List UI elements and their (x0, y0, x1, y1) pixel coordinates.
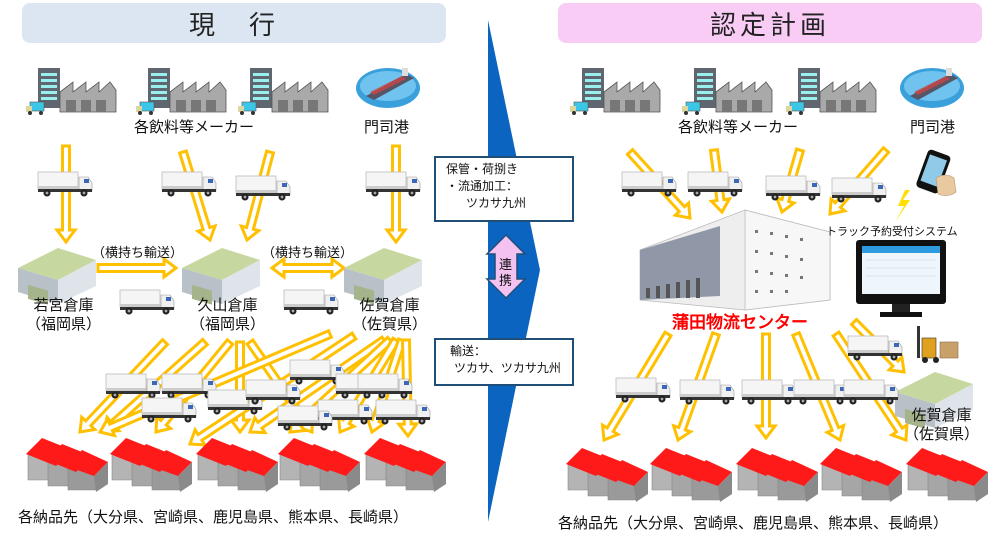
flow-arrow (384, 144, 408, 245)
truck-icon (161, 171, 217, 197)
destination-icon (195, 437, 279, 493)
warehouse-pref: （佐賀県） (352, 315, 428, 333)
factory-icon (785, 67, 877, 116)
transfer-label: （横持ち輸送） (92, 246, 184, 261)
truck-icon (245, 379, 301, 405)
warehouse-name: 佐賀倉庫 (359, 296, 420, 314)
destination-icon (109, 437, 193, 493)
destination-icon (649, 447, 733, 503)
box-line: 輸送： (450, 344, 487, 358)
flow-arrow (96, 256, 179, 280)
truck-booking-system-label: トラック予約受付システム (826, 225, 958, 238)
warehouse-pref: （佐賀県） (904, 425, 980, 443)
logistics-center-building (639, 209, 831, 311)
warehouse-pref: （福岡県） (26, 315, 102, 333)
ship-icon (356, 68, 420, 108)
warehouse-label-saga: 佐賀倉庫 （佐賀県） (352, 296, 427, 334)
truck-icon (615, 377, 671, 403)
warehouse-label-hisayama: 久山倉庫 （福岡県） (190, 296, 265, 334)
transport-info-box: 輸送： ツカサ、ツカサ九州 (434, 338, 574, 386)
truck-icon (283, 289, 339, 315)
ship-icon (900, 68, 964, 108)
box-line: 保管・荷捌き (446, 162, 519, 176)
destination-icon (363, 437, 447, 493)
truck-icon (765, 175, 821, 201)
box-line: ツカサ、ツカサ九州 (454, 361, 561, 375)
truck-icon (105, 373, 161, 399)
factory-icon (237, 67, 329, 116)
warehouse-label-wakamiya: 若宮倉庫 （福岡県） (26, 296, 101, 334)
factory-icon (681, 67, 773, 116)
link-char: 連 (499, 258, 513, 273)
warehouse-name: 若宮倉庫 (33, 296, 94, 314)
destinations-label: 各納品先（大分県、宮崎県、鹿児島県、熊本県、長崎県） (18, 508, 409, 526)
link-label: 連 携 (499, 258, 512, 290)
truck-icon (621, 171, 677, 197)
warehouse-pref: （福岡県） (190, 315, 266, 333)
box-line: ツカサ九州 (466, 196, 527, 210)
link-double-arrow (485, 233, 527, 300)
factory-icon (25, 67, 117, 116)
box-line: ・流通加工： (446, 179, 519, 193)
monitor-icon (856, 240, 946, 317)
flow-arrow (228, 340, 252, 435)
link-char: 携 (499, 274, 513, 289)
manufacturers-label: 各飲料等メーカー (134, 118, 255, 136)
warehouse-name: 久山倉庫 (197, 296, 258, 314)
truck-icon (679, 379, 735, 405)
factory-icon (569, 67, 661, 116)
hand-icon (935, 174, 957, 196)
destination-icon (905, 447, 989, 503)
flow-arrow (54, 144, 78, 245)
destination-icon (277, 437, 361, 493)
logistics-center-label: 蒲田物流センター (672, 313, 808, 333)
truck-icon (847, 335, 903, 361)
current-title: 現 行 (22, 3, 446, 43)
warehouse-label-saga: 佐賀倉庫 （佐賀県） (904, 406, 979, 444)
warehouse-name: 佐賀倉庫 (911, 406, 972, 424)
storage-info-box: 保管・荷捌き ・流通加工： ツカサ九州 (434, 156, 574, 222)
truck-icon (119, 289, 175, 315)
plan-title: 認定計画 (558, 3, 982, 43)
truck-icon (831, 177, 887, 203)
truck-icon (843, 379, 899, 405)
destinations-label: 各納品先（大分県、宮崎県、鹿児島県、熊本県、長崎県） (558, 514, 949, 532)
transfer-label: （横持ち輸送） (262, 246, 354, 261)
destination-icon (565, 447, 649, 503)
destination-icon (25, 437, 109, 493)
manufacturers-label: 各飲料等メーカー (678, 118, 799, 136)
destination-icon (819, 447, 903, 503)
port-label: 門司港 (910, 118, 956, 136)
port-label: 門司港 (364, 118, 410, 136)
forklift-icon (917, 326, 959, 363)
factory-icon (135, 67, 227, 116)
destination-icon (735, 447, 819, 503)
lightning-icon (895, 190, 910, 222)
